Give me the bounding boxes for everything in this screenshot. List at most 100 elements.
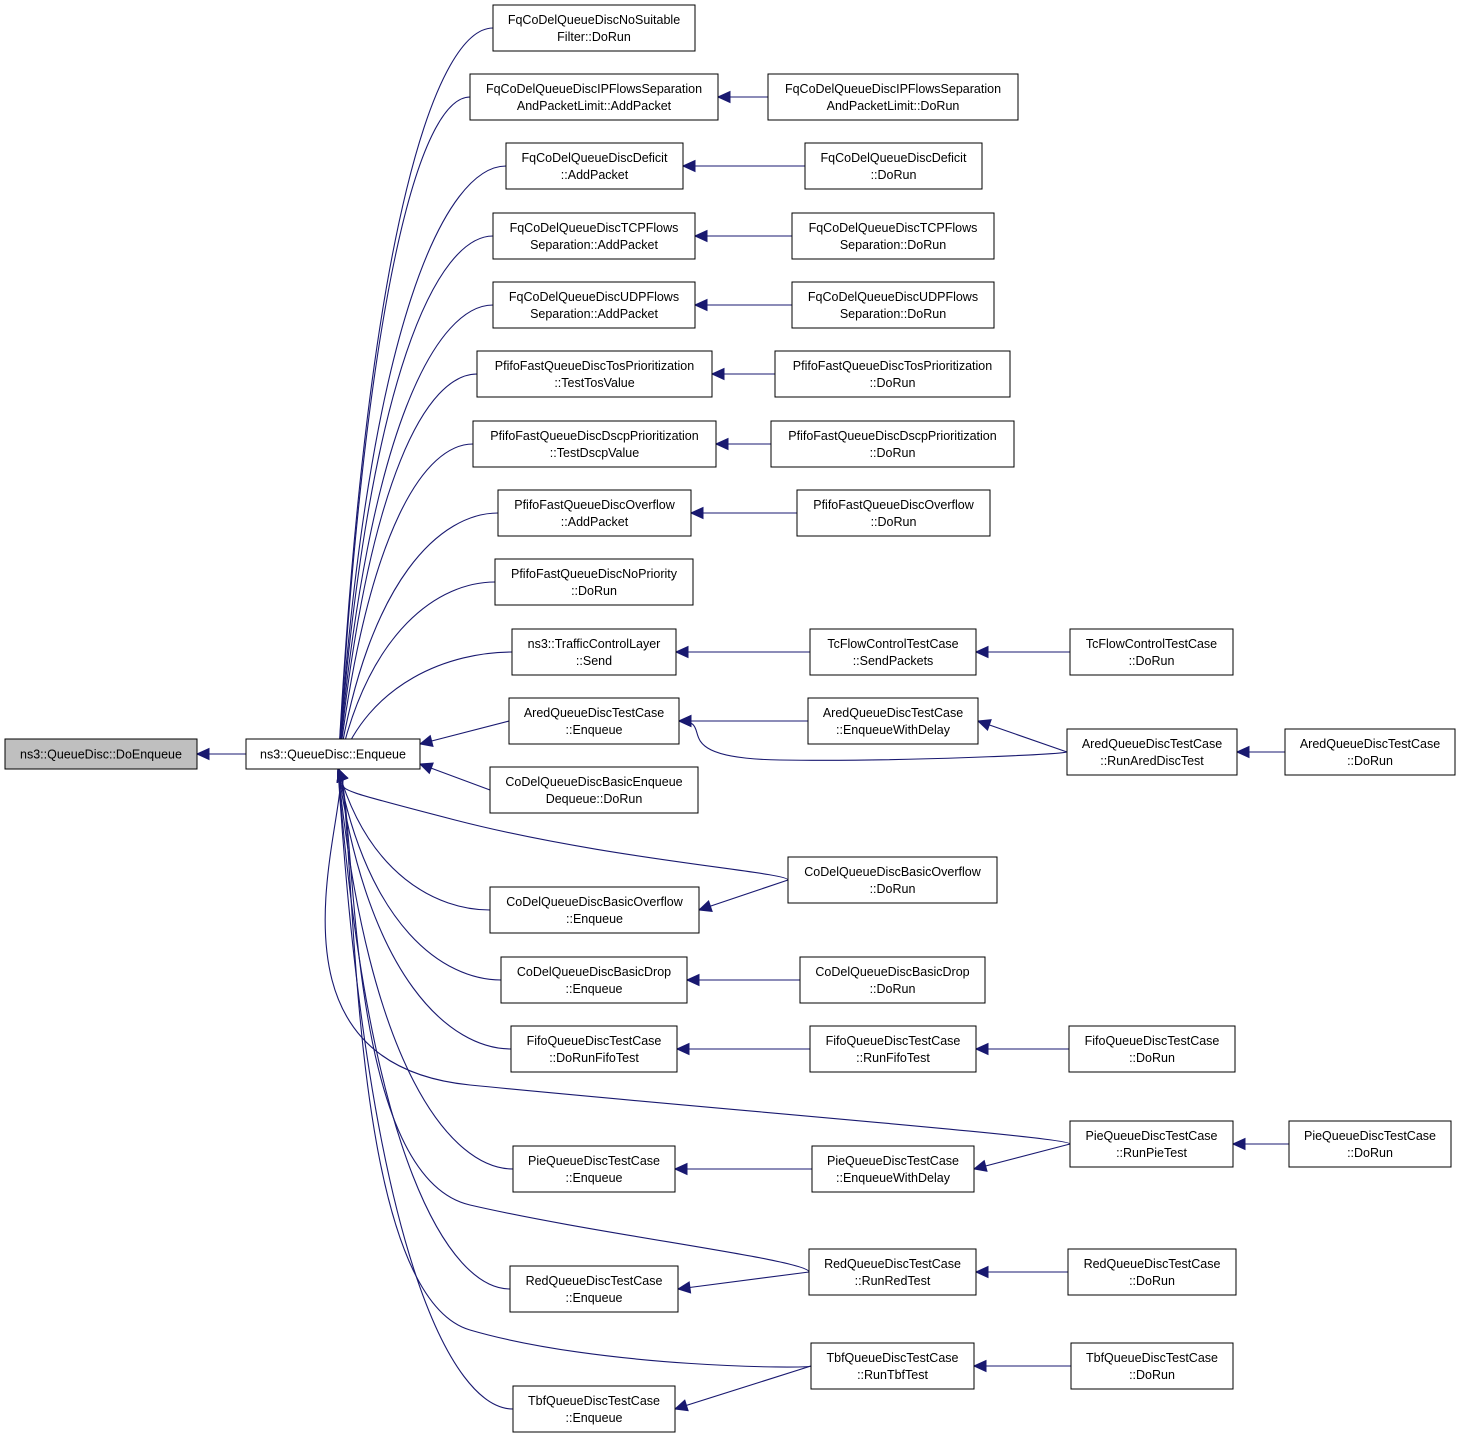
node-pf_dscp_test[interactable]: PfifoFastQueueDiscDscpPrioritization::Te… bbox=[472, 420, 717, 468]
edge-line bbox=[337, 768, 812, 1368]
node-tcl_send[interactable]: ns3::TrafficControlLayer::Send bbox=[511, 628, 677, 676]
node-label: AndPacketLimit::DoRun bbox=[827, 99, 960, 113]
edge-red_run-to-red_runtest bbox=[974, 1265, 1068, 1279]
edge-codel_basic_run-to-enqueue bbox=[418, 762, 491, 791]
edge-line bbox=[337, 96, 471, 770]
node-box bbox=[1068, 1025, 1236, 1073]
node-red_enq[interactable]: RedQueueDiscTestCase::Enqueue bbox=[509, 1265, 679, 1313]
node-tbf_runtest[interactable]: TbfQueueDiscTestCase::RunTbfTest bbox=[810, 1342, 975, 1390]
node-fq_ipflows_add[interactable]: FqCoDelQueueDiscIPFlowsSeparationAndPack… bbox=[469, 73, 719, 121]
node-fifo_dorunfifo[interactable]: FifoQueueDiscTestCase::DoRunFifoTest bbox=[510, 1025, 678, 1073]
node-label: ::Enqueue bbox=[566, 1411, 623, 1425]
edge-line bbox=[337, 768, 491, 911]
node-fq_tcp_run[interactable]: FqCoDelQueueDiscTCPFlowsSeparation::DoRu… bbox=[791, 212, 995, 260]
node-box bbox=[1284, 728, 1456, 776]
node-box bbox=[791, 281, 995, 329]
node-codel_drop_enq[interactable]: CoDelQueueDiscBasicDrop::Enqueue bbox=[500, 956, 688, 1004]
edge-line bbox=[337, 443, 474, 770]
node-box bbox=[500, 956, 688, 1004]
node-label: PieQueueDiscTestCase bbox=[528, 1154, 660, 1168]
node-doenqueue[interactable]: ns3::QueueDisc::DoEnqueue bbox=[4, 738, 198, 770]
node-label: FqCoDelQueueDiscTCPFlows bbox=[809, 221, 978, 235]
node-box bbox=[512, 1145, 676, 1193]
node-box bbox=[1067, 1248, 1237, 1296]
node-label: PieQueueDiscTestCase bbox=[1304, 1129, 1436, 1143]
node-fifo_run[interactable]: FifoQueueDiscTestCase::DoRun bbox=[1068, 1025, 1236, 1073]
edge-layer bbox=[195, 27, 1289, 1412]
node-pie_enq[interactable]: PieQueueDiscTestCase::Enqueue bbox=[512, 1145, 676, 1193]
node-ared_enq[interactable]: AredQueueDiscTestCase::Enqueue bbox=[508, 697, 680, 745]
node-label: FqCoDelQueueDiscUDPFlows bbox=[509, 290, 679, 304]
edge-pf_dscp_run-to-pf_dscp_test bbox=[714, 437, 771, 451]
node-label: PfifoFastQueueDiscOverflow bbox=[813, 498, 974, 512]
node-label: ::RunFifoTest bbox=[856, 1051, 930, 1065]
node-fifo_runtest[interactable]: FifoQueueDiscTestCase::RunFifoTest bbox=[809, 1025, 977, 1073]
node-label: ::SendPackets bbox=[853, 654, 934, 668]
node-label: PfifoFastQueueDiscDscpPrioritization bbox=[490, 429, 698, 443]
node-label: FifoQueueDiscTestCase bbox=[1085, 1034, 1220, 1048]
node-codel_over_run[interactable]: CoDelQueueDiscBasicOverflow::DoRun bbox=[787, 856, 998, 904]
arrowhead bbox=[418, 734, 434, 747]
node-label: ::Enqueue bbox=[566, 723, 623, 737]
node-fq_udp_run[interactable]: FqCoDelQueueDiscUDPFlowsSeparation::DoRu… bbox=[791, 281, 995, 329]
arrowhead bbox=[689, 506, 704, 520]
node-red_runtest[interactable]: RedQueueDiscTestCase::RunRedTest bbox=[808, 1248, 977, 1296]
node-codel_drop_run[interactable]: CoDelQueueDiscBasicDrop::DoRun bbox=[799, 956, 986, 1004]
node-box bbox=[809, 1025, 977, 1073]
edge-line bbox=[337, 768, 512, 1050]
node-fq_deficit_add[interactable]: FqCoDelQueueDiscDeficit::AddPacket bbox=[505, 142, 684, 190]
arrowhead bbox=[976, 719, 992, 732]
edge-fifo_dorunfifo-to-enqueue bbox=[336, 767, 512, 1050]
node-pie_run[interactable]: PieQueueDiscTestCase::DoRun bbox=[1288, 1120, 1452, 1168]
node-label: ::AddPacket bbox=[561, 168, 629, 182]
node-label: ::TestTosValue bbox=[554, 376, 634, 390]
node-pf_tos_test[interactable]: PfifoFastQueueDiscTosPrioritization::Tes… bbox=[476, 350, 713, 398]
node-tcflow_send[interactable]: TcFlowControlTestCase::SendPackets bbox=[809, 628, 977, 676]
node-label: ::DoRun bbox=[1129, 1051, 1175, 1065]
node-pf_dscp_run[interactable]: PfifoFastQueueDiscDscpPrioritization::Do… bbox=[770, 420, 1015, 468]
node-box bbox=[791, 212, 995, 260]
node-enqueue[interactable]: ns3::QueueDisc::Enqueue bbox=[245, 738, 421, 770]
node-label: ::RunRedTest bbox=[855, 1274, 931, 1288]
node-tcflow_run[interactable]: TcFlowControlTestCase::DoRun bbox=[1069, 628, 1234, 676]
arrowhead bbox=[685, 973, 700, 987]
node-pf_over_add[interactable]: PfifoFastQueueDiscOverflow::AddPacket bbox=[497, 489, 692, 537]
arrowhead bbox=[714, 437, 729, 451]
node-tbf_run[interactable]: TbfQueueDiscTestCase::DoRun bbox=[1070, 1342, 1234, 1390]
node-fq_tcp_add[interactable]: FqCoDelQueueDiscTCPFlowsSeparation::AddP… bbox=[492, 212, 696, 260]
node-fq_ipflows_run[interactable]: FqCoDelQueueDiscIPFlowsSeparationAndPack… bbox=[767, 73, 1019, 121]
node-pf_tos_run[interactable]: PfifoFastQueueDiscTosPrioritization::DoR… bbox=[774, 350, 1011, 398]
node-label: ::DoRunFifoTest bbox=[549, 1051, 639, 1065]
node-fq_udp_add[interactable]: FqCoDelQueueDiscUDPFlowsSeparation::AddP… bbox=[492, 281, 696, 329]
node-pie_runtest[interactable]: PieQueueDiscTestCase::RunPieTest bbox=[1069, 1120, 1234, 1168]
node-label: ::DoRun bbox=[1129, 1274, 1175, 1288]
node-fq_deficit_run[interactable]: FqCoDelQueueDiscDeficit::DoRun bbox=[804, 142, 983, 190]
node-label: ns3::TrafficControlLayer bbox=[528, 637, 661, 651]
node-pf_over_run[interactable]: PfifoFastQueueDiscOverflow::DoRun bbox=[796, 489, 991, 537]
node-pie_enqdelay[interactable]: PieQueueDiscTestCase::EnqueueWithDelay bbox=[811, 1145, 975, 1193]
node-tbf_enq[interactable]: TbfQueueDiscTestCase::Enqueue bbox=[512, 1385, 676, 1433]
node-ared_enqdelay[interactable]: AredQueueDiscTestCase::EnqueueWithDelay bbox=[807, 697, 979, 745]
arrowhead bbox=[677, 714, 692, 728]
edge-line bbox=[337, 768, 511, 1290]
node-label: FqCoDelQueueDiscNoSuitable bbox=[508, 13, 680, 27]
edge-pie_runtest-to-pie_enqdelay bbox=[972, 1143, 1071, 1172]
node-label: Separation::DoRun bbox=[840, 238, 946, 252]
edge-line bbox=[674, 1365, 812, 1410]
arrowhead bbox=[1235, 745, 1250, 759]
node-ared_runtest[interactable]: AredQueueDiscTestCase::RunAredDiscTest bbox=[1066, 728, 1238, 776]
arrowhead bbox=[1231, 1137, 1246, 1151]
node-label: CoDelQueueDiscBasicDrop bbox=[517, 965, 671, 979]
node-label: TcFlowControlTestCase bbox=[1086, 637, 1217, 651]
node-codel_over_enq[interactable]: CoDelQueueDiscBasicOverflow::Enqueue bbox=[489, 886, 700, 934]
node-ared_run[interactable]: AredQueueDiscTestCase::DoRun bbox=[1284, 728, 1456, 776]
node-label: ::DoRun bbox=[1129, 654, 1175, 668]
node-box bbox=[799, 956, 986, 1004]
node-red_run[interactable]: RedQueueDiscTestCase::DoRun bbox=[1067, 1248, 1237, 1296]
node-label: CoDelQueueDiscBasicDrop bbox=[815, 965, 969, 979]
node-pf_noprio_run[interactable]: PfifoFastQueueDiscNoPriority::DoRun bbox=[494, 558, 694, 606]
edge-line bbox=[337, 373, 478, 770]
node-label: PfifoFastQueueDiscOverflow bbox=[514, 498, 675, 512]
